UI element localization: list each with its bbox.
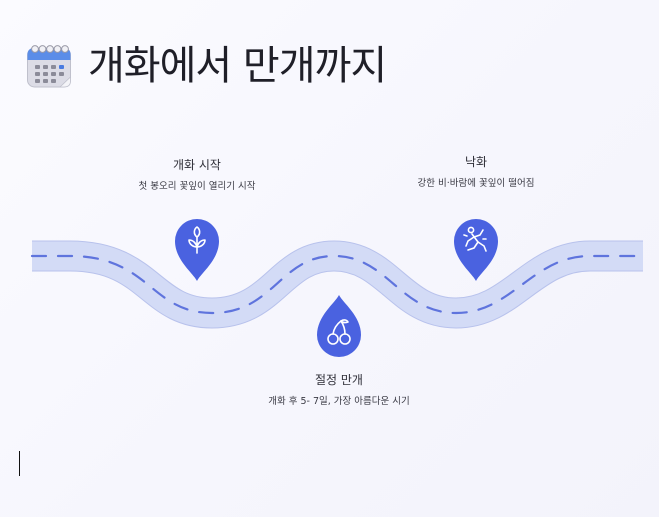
stage-description: 첫 봉오리 꽃잎이 열리기 시작 [138, 181, 256, 192]
text-cursor [19, 451, 20, 476]
sprout-icon [188, 226, 206, 254]
stage-description: 강한 비·바람에 꽃잎이 떨어짐 [417, 178, 535, 189]
stage-label-petal-fall: 낙화 강한 비·바람에 꽃잎이 떨어짐 [401, 153, 551, 191]
stage-title: 낙화 [464, 155, 488, 169]
stage-pin-petal-fall[interactable] [452, 215, 500, 283]
stage-pin-bloom-start[interactable] [173, 215, 221, 283]
calendar-icon [27, 45, 71, 88]
stage-title: 개화 시작 [173, 158, 221, 172]
falling-person-icon [463, 226, 487, 252]
road-center-line [30, 254, 645, 315]
page-title: 개화에서 만개까지 [88, 43, 387, 89]
stage-label-full-bloom: 절정 만개 개화 후 5- 7일, 가장 아름다운 시기 [264, 371, 414, 409]
header: 개화에서 만개까지 [26, 36, 387, 96]
cherry-icon [327, 319, 351, 345]
stage-description: 개화 후 5- 7일, 가장 아름다운 시기 [268, 396, 410, 407]
stage-title: 절정 만개 [315, 373, 363, 387]
stage-pin-full-bloom[interactable] [315, 293, 363, 361]
stage-label-bloom-start: 개화 시작 첫 봉오리 꽃잎이 열리기 시작 [122, 156, 272, 194]
